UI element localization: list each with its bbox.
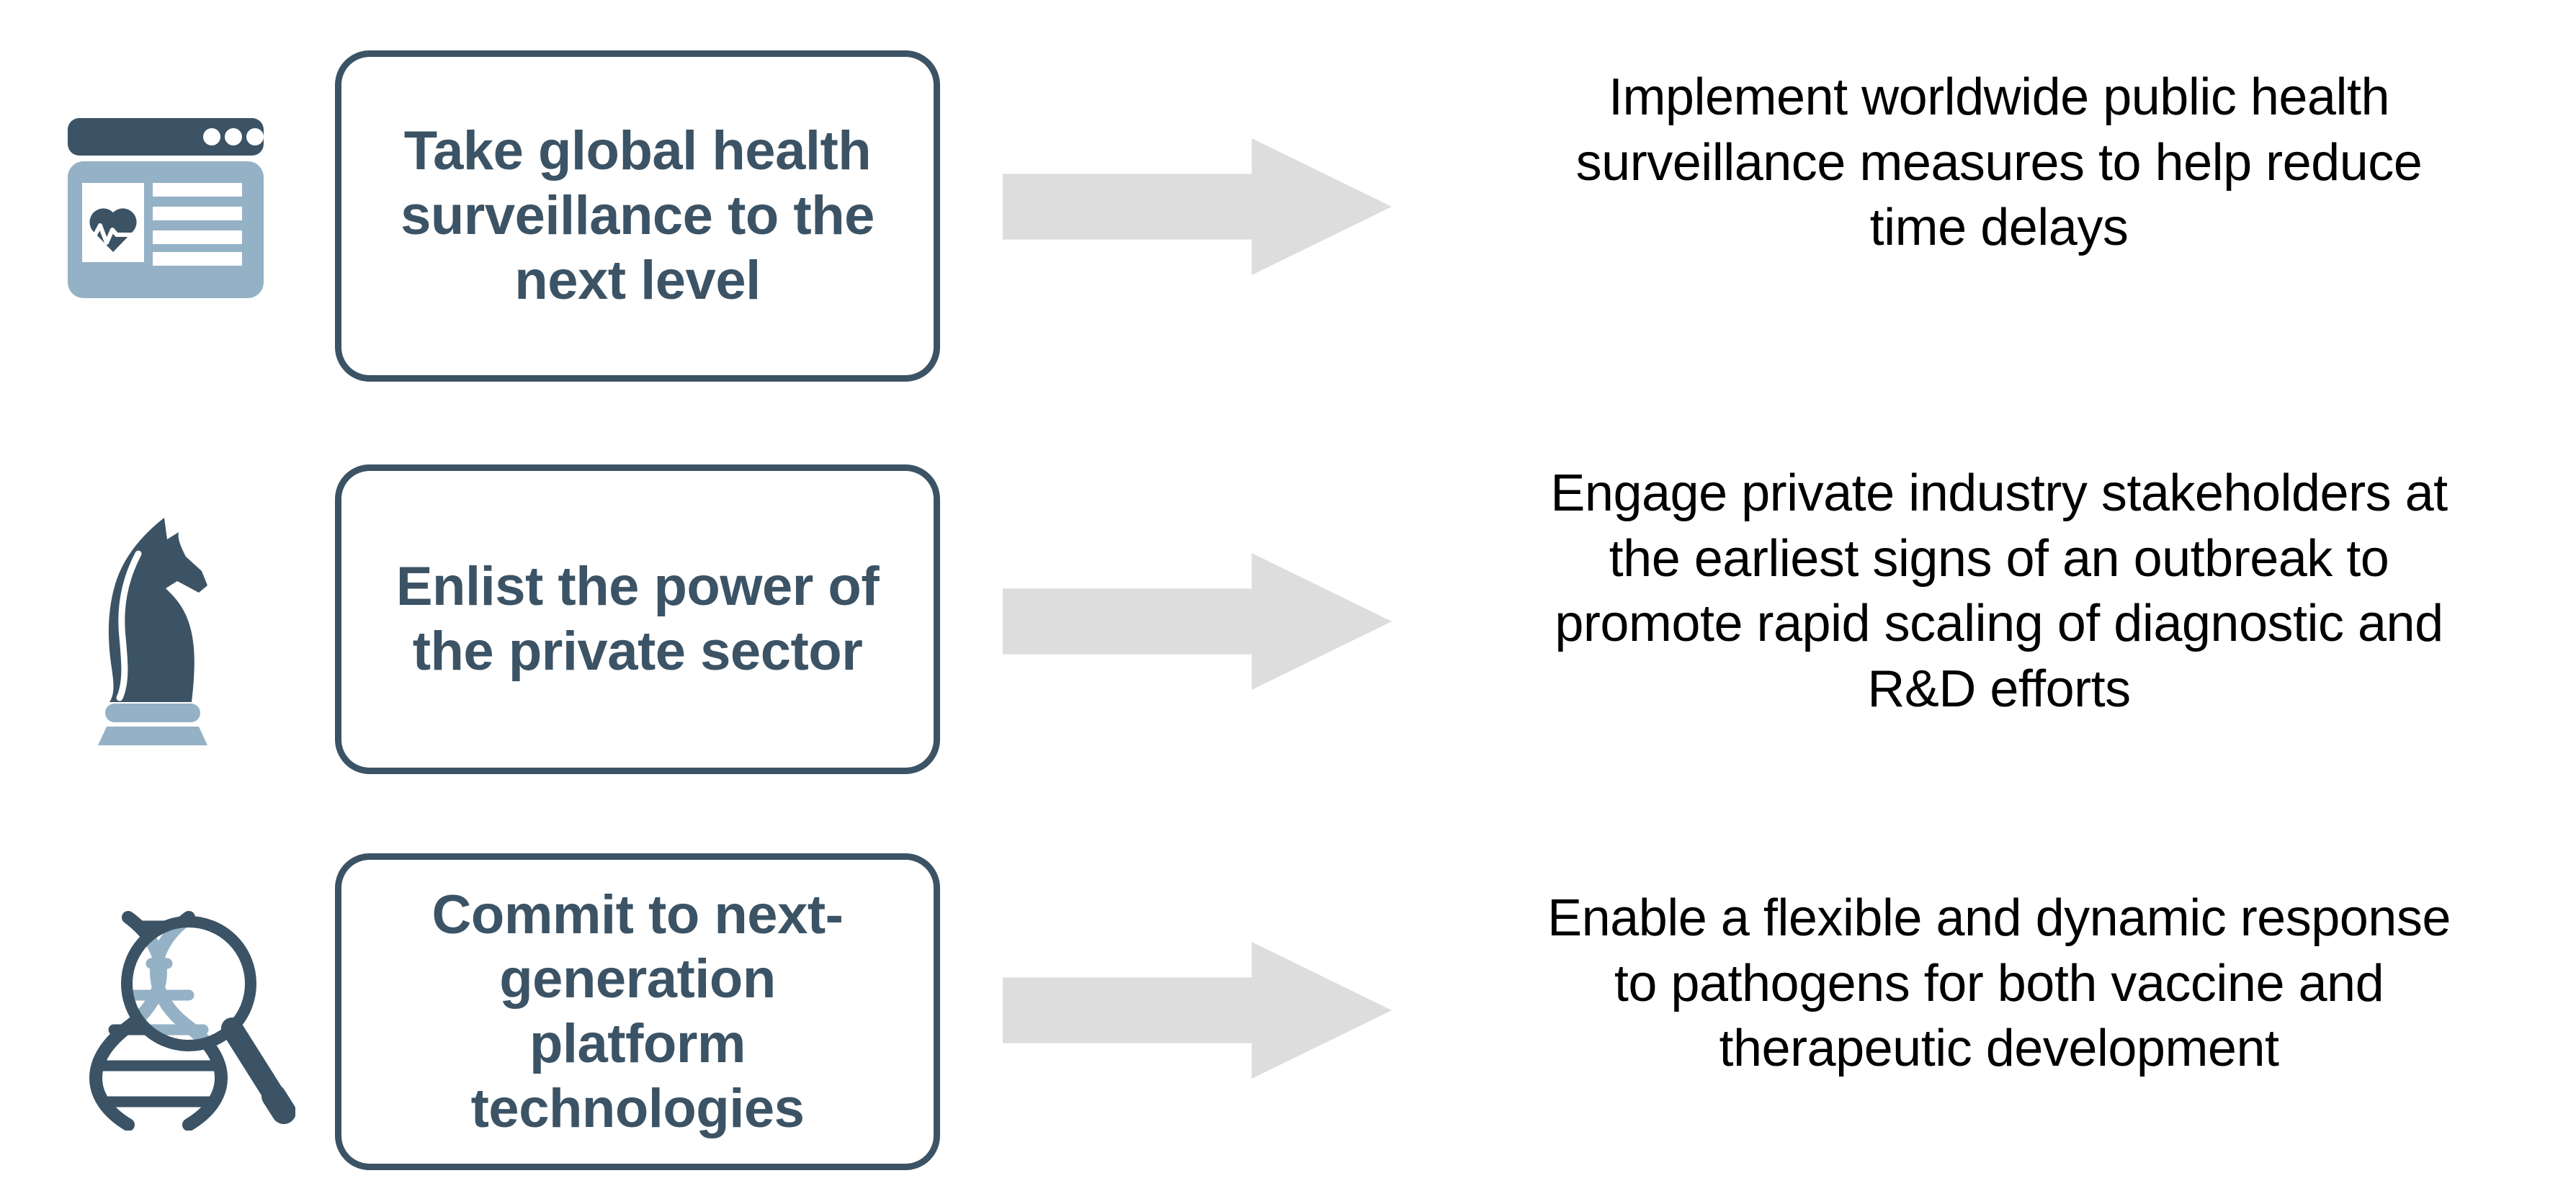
arrow-right-2-icon	[1003, 553, 1392, 690]
dna-magnifier-icon	[22, 828, 310, 1188]
recommendation-box-3-label: Commit to next- generation platform tech…	[431, 884, 844, 1139]
recommendation-row-3: Commit to next- generation platform tech…	[0, 828, 2576, 1188]
recommendation-description-2: Engage private industry stakeholders at …	[1550, 464, 2448, 719]
arrow-right-1-icon	[1003, 138, 1392, 275]
recommendation-row-2: Enlist the power of the private sector E…	[0, 446, 2576, 799]
recommendation-box-2-label: Enlist the power of the private sector	[395, 556, 880, 682]
recommendation-box-3[interactable]: Commit to next- generation platform tech…	[335, 853, 940, 1170]
recommendation-box-1-label: Take global health surveillance to the n…	[401, 120, 875, 311]
chess-knight-icon	[22, 446, 310, 799]
recommendation-description-3: Enable a flexible and dynamic response t…	[1547, 889, 2451, 1078]
arrow-right-3-icon	[1003, 942, 1392, 1079]
recommendation-box-1[interactable]: Take global health surveillance to the n…	[335, 50, 940, 382]
health-surveillance-dashboard-icon	[22, 29, 310, 403]
recommendation-box-2[interactable]: Enlist the power of the private sector	[335, 464, 940, 774]
recommendation-description-1: Implement worldwide public health survei…	[1575, 68, 2423, 257]
recommendation-row-1: Take global health surveillance to the n…	[0, 29, 2576, 403]
